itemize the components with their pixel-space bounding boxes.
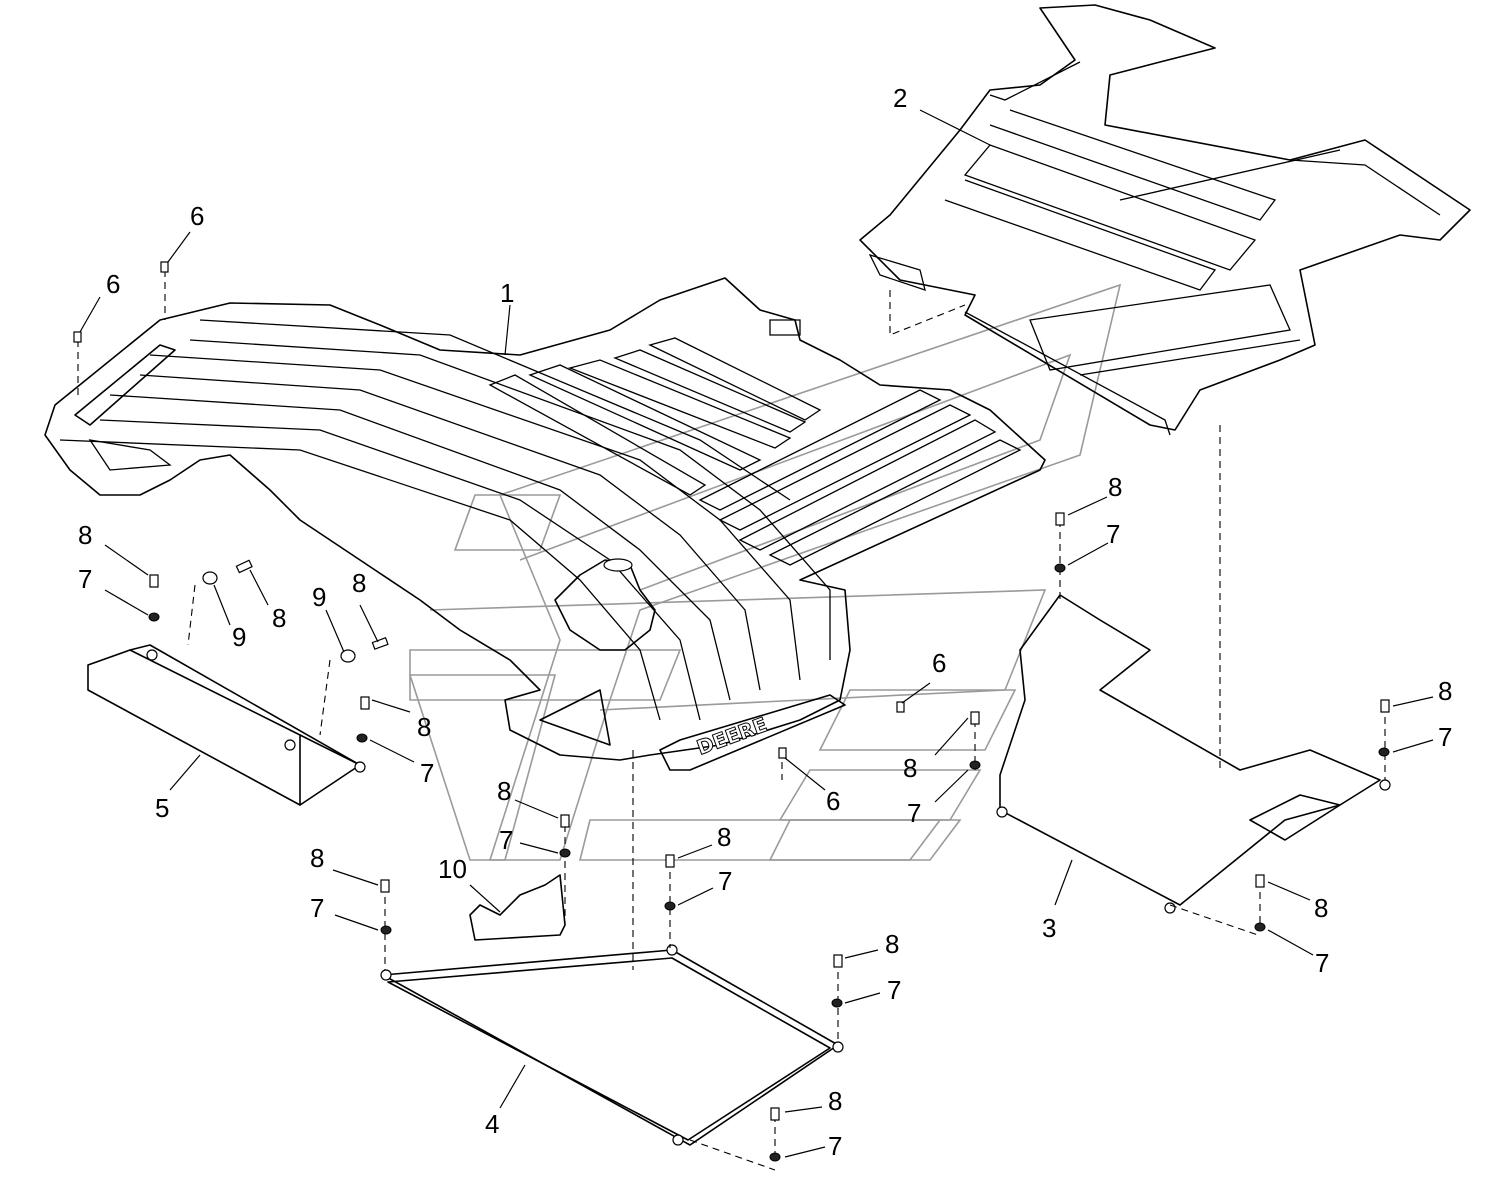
callout-8: 8 (828, 1086, 842, 1116)
callout-7: 7 (887, 975, 901, 1005)
callout-1: 1 (500, 278, 514, 308)
callout-8: 8 (1314, 893, 1328, 923)
side-shield-left (87, 644, 366, 806)
callout-7: 7 (420, 758, 434, 788)
callout-8: 8 (717, 822, 731, 852)
callout-6: 6 (106, 269, 120, 299)
callout-9: 9 (232, 622, 246, 652)
callout-8: 8 (903, 753, 917, 783)
callout-6: 6 (190, 201, 204, 231)
callout-5: 5 (155, 793, 169, 823)
mat: DEERE (44, 277, 1046, 771)
callout-6: 6 (932, 648, 946, 678)
callout-8: 8 (497, 776, 511, 806)
callout-7: 7 (78, 564, 92, 594)
callout-3: 3 (1042, 913, 1056, 943)
callout-9: 9 (312, 582, 326, 612)
assembly-lines (77, 270, 1386, 1171)
callout-7: 7 (499, 825, 513, 855)
skid-plate-right (996, 594, 1391, 914)
callout-2: 2 (893, 83, 907, 113)
callout-7: 7 (1438, 722, 1452, 752)
callout-7: 7 (907, 798, 921, 828)
bracket (469, 874, 566, 941)
callout-10: 10 (438, 854, 467, 884)
callout-4: 4 (485, 1109, 499, 1139)
callout-7: 7 (718, 866, 732, 896)
callout-8: 8 (1108, 472, 1122, 502)
callout-7: 7 (1315, 948, 1329, 978)
callout-8: 8 (352, 568, 366, 598)
callout-7: 7 (1106, 519, 1120, 549)
nuts-washers (148, 563, 1390, 1162)
callout-8: 8 (417, 712, 431, 742)
watermark-logo (408, 283, 1122, 861)
callout-7: 7 (828, 1131, 842, 1161)
leader-lines (79, 109, 1434, 1158)
floor-mat-rear (859, 4, 1471, 436)
callout-8: 8 (1438, 676, 1452, 706)
bolts (73, 261, 1390, 1121)
callout-8: 8 (78, 520, 92, 550)
callouts: 1 2 3 4 5 6 6 6 6 7 7 7 7 7 7 7 7 7 7 7 … (78, 83, 1452, 1161)
callout-6: 6 (826, 786, 840, 816)
callout-7: 7 (310, 893, 324, 923)
callout-8: 8 (272, 603, 286, 633)
skid-plate-center (380, 944, 844, 1146)
callout-8: 8 (310, 843, 324, 873)
callout-8: 8 (885, 929, 899, 959)
